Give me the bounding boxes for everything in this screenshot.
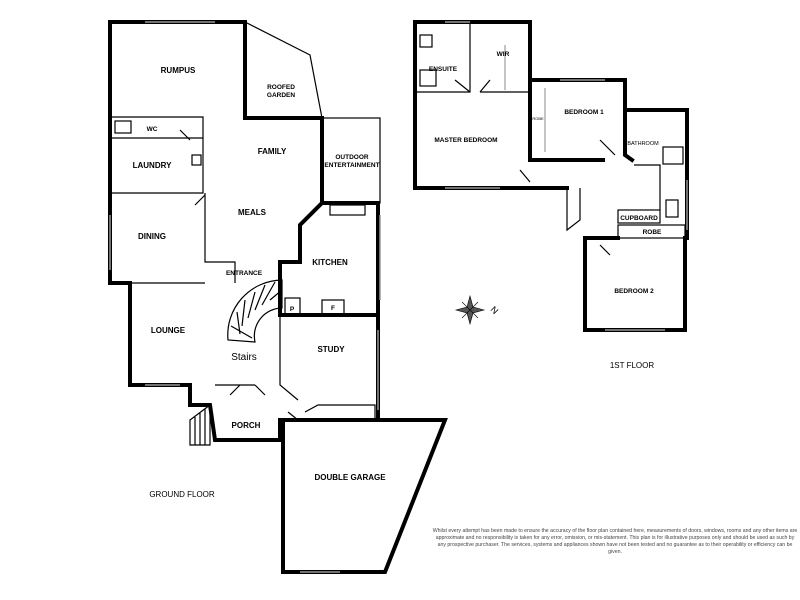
- room-label-wc: WC: [147, 126, 158, 133]
- room-label-bedroom-1: BEDROOM 1: [564, 109, 604, 116]
- room-label-roofed-garden-2: GARDEN: [267, 92, 295, 99]
- toilet-icon: [114, 120, 132, 134]
- roofed-garden-area: [244, 21, 323, 119]
- room-label-roofed-garden: ROOFED: [267, 84, 295, 91]
- disclaimer-text: Whilst every attempt has been made to en…: [432, 528, 798, 555]
- room-label-outdoor: OUTDOOR: [335, 154, 369, 161]
- room-label-kitchen: KITCHEN: [312, 258, 348, 267]
- first-floor-plan: ENSUITE WIR MASTER BEDROOM BEDROOM 1 ROB…: [413, 20, 689, 370]
- room-label-wir: WIR: [497, 51, 510, 58]
- sink-icon: [191, 154, 202, 166]
- room-label-fridge: F: [331, 305, 335, 312]
- toilet-icon: [665, 199, 679, 218]
- room-label-entertainment: ENTERTAINMENT: [324, 162, 379, 169]
- room-label-master-bedroom: MASTER BEDROOM: [434, 137, 497, 144]
- room-label-study: STUDY: [317, 345, 345, 354]
- room-label-ensuite: ENSUITE: [429, 66, 458, 73]
- stairs-graphic: [227, 279, 283, 343]
- ground-floor-label: GROUND FLOOR: [149, 490, 215, 499]
- porch-steps: [189, 403, 211, 446]
- first-floor-label: 1ST FLOOR: [610, 361, 655, 370]
- room-label-stairs: Stairs: [231, 352, 257, 363]
- compass-north-label: N: [489, 304, 501, 316]
- room-label-rumpus: RUMPUS: [161, 66, 196, 75]
- room-label-laundry: LAUNDRY: [133, 161, 172, 170]
- room-label-bedroom-2: BEDROOM 2: [614, 288, 654, 295]
- room-label-cupboard: CUPBOARD: [620, 215, 658, 222]
- room-label-pantry: P: [290, 306, 295, 313]
- compass-rose-icon: N: [454, 294, 501, 326]
- room-label-robe-small: ROBE: [532, 116, 544, 121]
- shower-icon: [419, 69, 437, 87]
- ground-outer-wall: [108, 20, 282, 442]
- room-label-double-garage: DOUBLE GARAGE: [314, 473, 386, 482]
- ground-floor-plan: RUMPUS ROOFED GARDEN WC LAUNDRY FAMILY O…: [108, 20, 448, 574]
- room-label-entrance: ENTRANCE: [226, 270, 263, 277]
- room-label-bathroom: BATHROOM: [627, 141, 659, 147]
- kitchen-sink-icon: [329, 204, 366, 216]
- room-label-lounge: LOUNGE: [151, 326, 186, 335]
- room-label-meals: MEALS: [238, 208, 267, 217]
- room-label-dining: DINING: [138, 232, 166, 241]
- shower-icon: [662, 146, 684, 165]
- room-label-family: FAMILY: [258, 147, 287, 156]
- room-label-robe: ROBE: [643, 229, 662, 236]
- room-label-porch: PORCH: [232, 421, 261, 430]
- toilet-icon: [419, 34, 433, 48]
